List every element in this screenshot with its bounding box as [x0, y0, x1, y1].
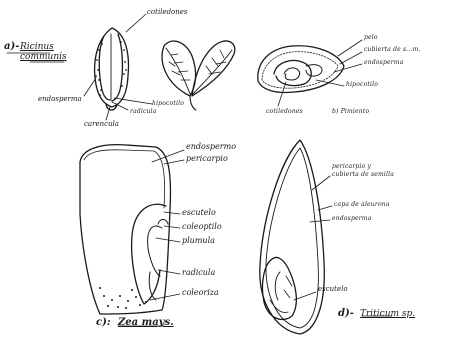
wheat-caption-species: Triticum sp. — [360, 310, 415, 319]
wheat-label-capa: capa de aleurona — [334, 202, 390, 208]
panel-a-leader-lines — [7, 14, 152, 120]
maize-caption-letter: c): — [96, 318, 111, 328]
pepper-caption: b) Pimiento — [332, 109, 369, 115]
maize-caption-species: Zea mays. — [118, 318, 174, 328]
maize-kernel-section — [80, 145, 170, 314]
pepper-label-hipocotilo: hipocotilo — [346, 82, 378, 88]
panel-a-species: Ricinus communis — [20, 42, 68, 62]
maize-label-radicula: radicula — [182, 269, 215, 277]
pepper-label-cubierta: cubierta de s...m. — [364, 47, 421, 53]
ricinus-label-cotiledones: cotiledones — [147, 9, 188, 16]
maize-label-coleoptilo: coleoptilo — [182, 223, 222, 231]
wheat-label-cubierta: cubierta de semilla — [332, 172, 394, 178]
panel-c-leader-lines — [118, 150, 184, 326]
maize-label-plumula: plumula — [182, 237, 215, 245]
pepper-label-endosperma: endosperma — [364, 60, 403, 66]
maize-base-stipple — [99, 287, 147, 309]
wheat-grain-section — [260, 140, 324, 334]
wheat-label-endosperma: endosperma — [332, 216, 371, 222]
pepper-label-cotiledones: cotiledones — [266, 109, 303, 115]
panel-b-leader-lines — [278, 40, 362, 106]
panel-a-letter: a)- — [4, 42, 19, 52]
maize-label-pericarpio: pericarpio — [186, 155, 228, 163]
ricinus-label-radicula: radicula — [130, 109, 157, 115]
maize-label-coleoriza: coleoriza — [182, 289, 219, 297]
ricinus-label-hipocotilo: hipocotilo — [152, 101, 184, 107]
ricinus-label-endosperma: endosperma — [38, 96, 82, 103]
wheat-label-pericarpio: pericarpio y — [332, 164, 371, 170]
pepper-label-pelo: pelo — [364, 35, 378, 41]
maize-label-escutelo: escutelo — [182, 209, 216, 217]
panel-d-leader-lines — [294, 176, 392, 316]
ricinus-label-carencula: carencula — [84, 121, 119, 128]
maize-label-endospermo: endospermo — [186, 143, 236, 151]
wheat-caption-letter: d)- — [338, 309, 354, 319]
pepper-seed-section — [258, 46, 344, 93]
wheat-label-escutelo: escutelo — [318, 286, 348, 293]
